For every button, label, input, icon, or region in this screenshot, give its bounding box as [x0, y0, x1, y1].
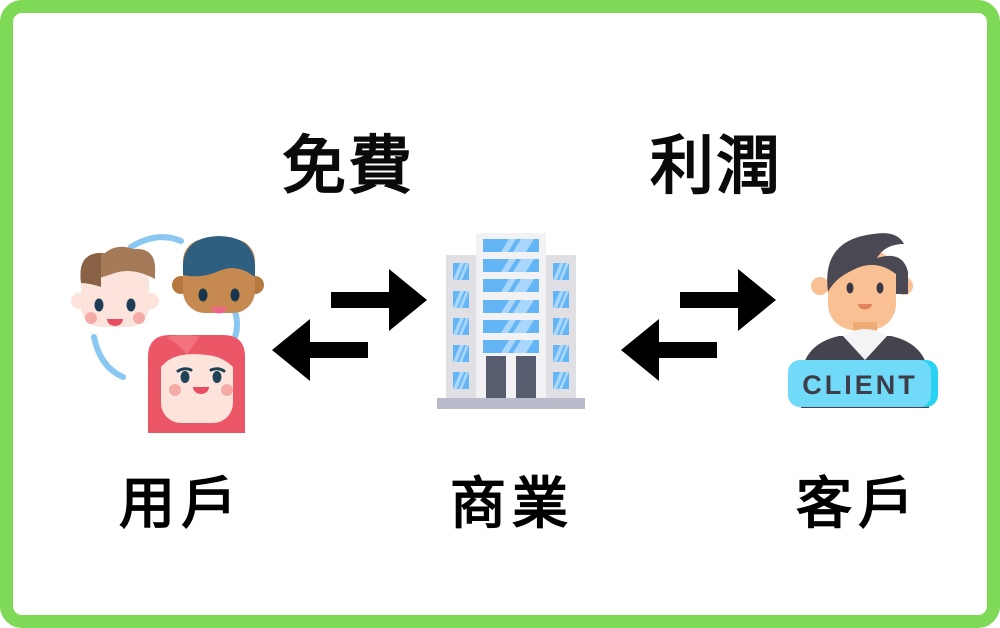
edge-label-profit: 利潤: [650, 130, 782, 202]
arrow-business-to-client-icon: [680, 268, 777, 332]
building-base: [437, 398, 585, 409]
arrow-users-to-business-icon: [331, 268, 428, 332]
arrow-client-to-business-icon: [620, 318, 717, 382]
node-label-business: 商業: [450, 472, 574, 537]
user-face-dark: [172, 236, 264, 314]
building-doors: [486, 356, 536, 398]
node-label-client: 客戶: [796, 472, 920, 537]
user-face-girl: [147, 335, 245, 433]
client-person-icon: CLIENT: [783, 228, 948, 408]
node-label-users: 用戶: [119, 472, 243, 537]
arrow-business-to-users-icon: [271, 318, 368, 382]
office-building-icon: [437, 229, 585, 409]
people-circle-icon: [69, 225, 269, 435]
client-badge: CLIENT: [788, 360, 938, 407]
client-badge-text: CLIENT: [802, 370, 918, 400]
user-face-boy: [71, 246, 159, 327]
client-head: [811, 233, 913, 330]
edge-label-free: 免費: [282, 130, 414, 202]
